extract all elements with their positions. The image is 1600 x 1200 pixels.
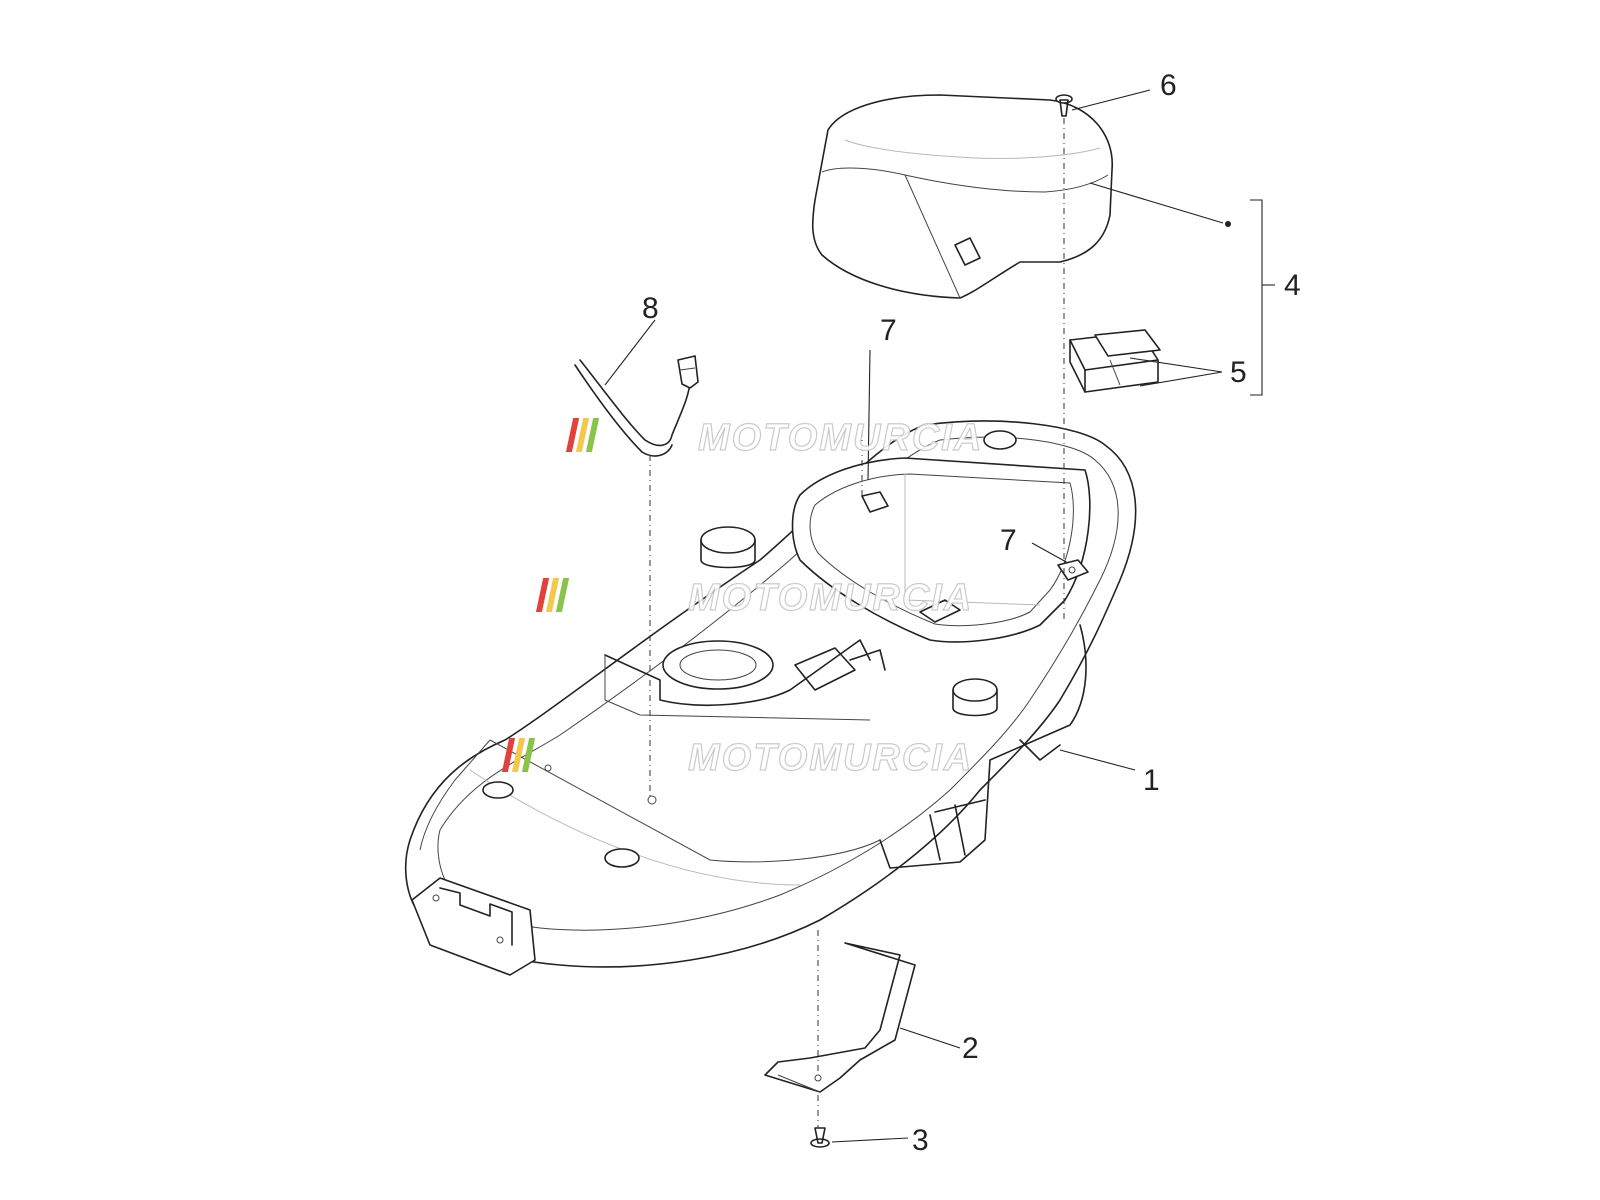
watermark-stripe-red [535, 578, 550, 612]
callout-2: 2 [962, 1032, 979, 1065]
watermark-stripe-green [555, 578, 570, 612]
part-8-strap [574, 355, 699, 457]
callout-8: 8 [642, 292, 659, 325]
callout-dot-icon [1225, 221, 1231, 227]
callout-4: 4 [1284, 269, 1301, 302]
watermark-middle: MOTOMURCIA [535, 576, 973, 620]
callout-5: 5 [1230, 356, 1247, 389]
part-6-screw [1055, 94, 1073, 117]
assembly-lines [649, 118, 1065, 1128]
part-1-helmet-compartment [404, 420, 1137, 976]
watermark-text: MOTOMURCIA [688, 577, 973, 619]
callout-6: 6 [1160, 69, 1177, 102]
part-4-cover [811, 94, 1113, 299]
callout-1: 1 [1143, 764, 1160, 797]
watermark-stripe-red [501, 738, 516, 772]
watermark-text: MOTOMURCIA [688, 737, 973, 779]
watermark-stripe-red [565, 418, 580, 452]
watermark-stripe-yellow [575, 418, 590, 452]
part-7-clip-nuts [861, 491, 1089, 581]
watermark-text: MOTOMURCIA [698, 417, 983, 459]
watermark-top: MOTOMURCIA [565, 416, 983, 460]
watermark-stripe-yellow [511, 738, 526, 772]
callout-3: 3 [912, 1124, 929, 1157]
callout-7-lower: 7 [1000, 524, 1017, 557]
watermark-stripe-yellow [545, 578, 560, 612]
watermark-stripe-green [585, 418, 600, 452]
callout-7-upper: 7 [880, 314, 897, 347]
part-2-bracket-plate [764, 942, 916, 1093]
leader-lines [604, 89, 1275, 1143]
watermark-stripe-green [521, 738, 536, 772]
watermark-bottom: MOTOMURCIA [501, 736, 973, 780]
part-3-screw [810, 1127, 830, 1148]
part-5-pads [1069, 329, 1161, 393]
callout-labels: 1 2 3 4 5 6 7 7 8 [642, 69, 1301, 1157]
